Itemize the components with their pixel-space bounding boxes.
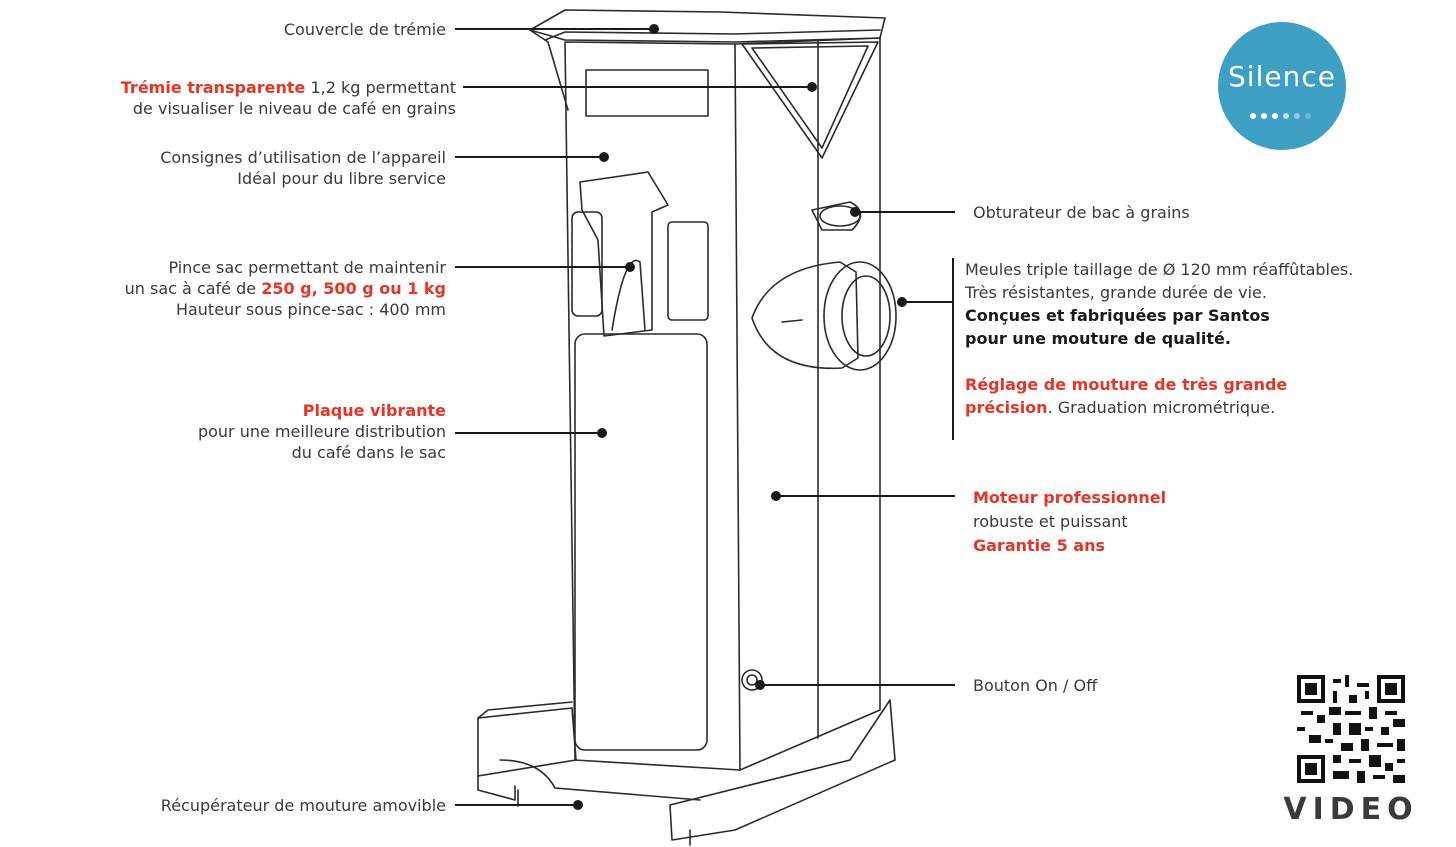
label-hopper-lid: Couvercle de trémie — [283, 20, 446, 39]
label-tray: Récupérateur de mouture amovible — [160, 796, 446, 815]
label-bag-clamp: Pince sac permettant de maintenir un sac… — [124, 258, 446, 319]
bag-clamp — [579, 171, 669, 337]
label-shutter: Obturateur de bac à grains — [973, 203, 1190, 222]
hopper-triangle — [741, 41, 879, 159]
label-burrs: Meules triple taillage de Ø 120 mm réaff… — [965, 260, 1354, 417]
label-motor: Moteur professionnel robuste et puissant… — [973, 488, 1167, 555]
instruction-plate — [585, 69, 709, 117]
hopper-lid — [529, 9, 886, 43]
video-qr-code[interactable] — [1297, 675, 1405, 783]
label-instructions: Consignes d’utilisation de l’appareil Id… — [160, 148, 446, 188]
silence-logo-dots — [1250, 104, 1316, 123]
vibrating-plate — [574, 333, 708, 751]
label-switch: Bouton On / Off — [973, 676, 1098, 695]
base-foot — [669, 699, 896, 841]
label-vibrating-plate: Plaque vibrante pour une meilleure distr… — [197, 401, 446, 462]
video-label: VIDEO — [1283, 792, 1419, 827]
burr-knob — [751, 261, 859, 370]
body-front — [564, 41, 741, 771]
on-off-button — [741, 669, 763, 691]
silence-logo-text: Silence — [1228, 60, 1336, 93]
label-hopper: Trémie transparente 1,2 kg permettant de… — [120, 78, 456, 118]
silence-logo: Silence — [1218, 22, 1346, 150]
grind-tray — [477, 707, 577, 777]
body-side — [734, 37, 881, 771]
